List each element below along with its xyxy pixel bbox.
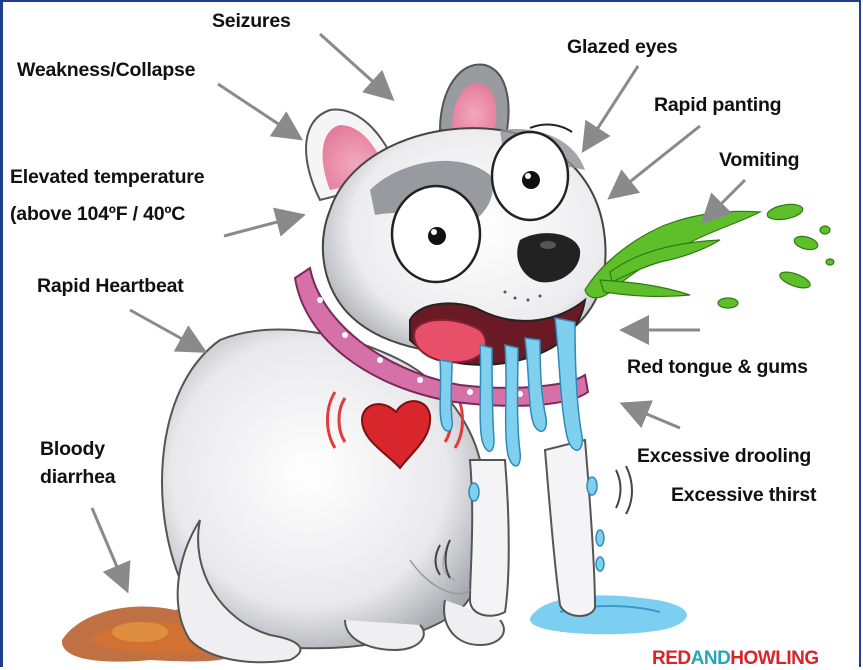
label-bloody: Bloody <box>40 438 105 461</box>
arrow-heartbeat <box>130 310 202 350</box>
arrow-weakness <box>218 84 298 137</box>
brand-logo: REDANDHOWLING <box>652 648 819 670</box>
label-excessive-thirst: Excessive thirst <box>671 484 816 507</box>
label-elevated-temperature: Elevated temperature <box>10 166 204 189</box>
arrow-seizures <box>320 34 390 97</box>
label-temperature-threshold: (above 104ºF / 40ºC <box>10 203 185 226</box>
arrow-drooling <box>625 405 680 428</box>
arrow-bloody-diarrhea <box>92 508 126 588</box>
arrow-temperature <box>224 216 300 236</box>
brand-howling: HOWLING <box>730 648 818 669</box>
brand-and: AND <box>691 648 731 669</box>
arrow-rapid-panting <box>612 126 700 196</box>
label-glazed-eyes: Glazed eyes <box>567 36 678 59</box>
label-excessive-drooling: Excessive drooling <box>637 445 811 468</box>
label-seizures: Seizures <box>212 10 291 33</box>
water-puddle <box>530 595 687 634</box>
label-rapid-heartbeat: Rapid Heartbeat <box>37 275 184 298</box>
vomit <box>585 202 834 308</box>
brand-red: RED <box>652 648 691 669</box>
arrow-glazed-eyes <box>585 66 638 148</box>
label-diarrhea: diarrhea <box>40 466 115 489</box>
label-weakness-collapse: Weakness/Collapse <box>17 59 195 82</box>
label-rapid-panting: Rapid panting <box>654 94 781 117</box>
label-vomiting: Vomiting <box>719 149 799 172</box>
label-red-tongue-gums: Red tongue & gums <box>627 356 808 379</box>
